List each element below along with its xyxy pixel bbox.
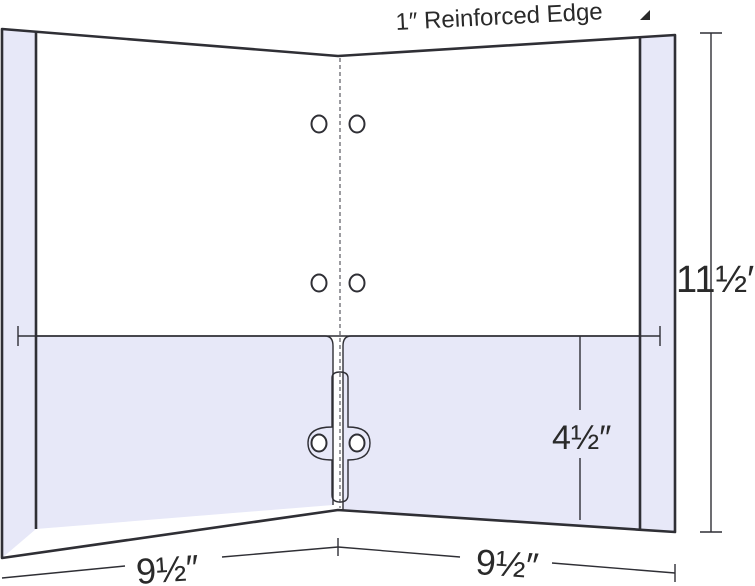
width-dimension-line [1,565,126,579]
width-dimension-line [337,546,461,558]
right-reinforced-edge [640,35,675,532]
card-slot-hole [310,433,328,453]
left-width-label: 9½″ [135,547,201,586]
card-slot-hole [348,433,366,453]
pointer-arrow-icon [640,10,650,20]
punch-hole [310,273,328,293]
width-dimension-line [221,546,339,558]
right-width-label: 9½″ [474,541,540,586]
width-dimension-line [551,562,676,574]
folder-outline [0,27,677,560]
right-pocket [343,336,640,529]
reinforced-edge-label: 1″ Reinforced Edge [395,0,603,36]
punch-hole [310,114,328,134]
height-label: 11½″ [676,259,755,301]
left-reinforced-edge [2,29,36,558]
pocket-height-label: 4½″ [552,419,611,457]
punch-hole [348,114,366,134]
punch-hole [348,273,366,293]
left-pocket [36,336,333,529]
business-card-slot [307,371,371,503]
